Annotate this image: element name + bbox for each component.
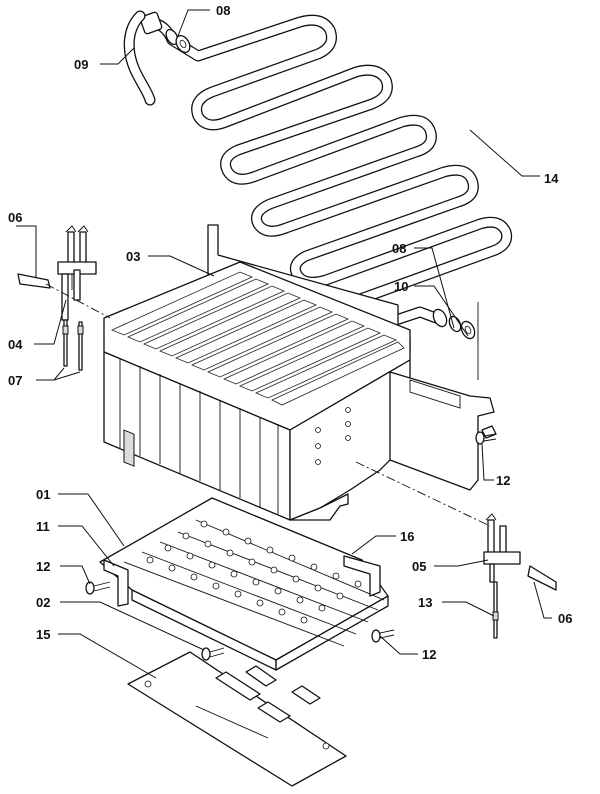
callout-16: 16: [400, 529, 414, 544]
callout-11: 11: [36, 519, 50, 534]
heat-exchanger: [103, 224, 497, 521]
callout-03: 03: [126, 249, 140, 264]
callout-12-upper: 12: [496, 473, 510, 488]
callout-08-bottom: 08: [392, 241, 406, 256]
screw-right-lower: [371, 629, 395, 643]
leader-lines: [16, 9, 552, 679]
callout-07: 07: [8, 373, 22, 388]
screw-left: [85, 581, 111, 595]
burner: [99, 497, 389, 671]
callout-12-lower: 12: [422, 647, 436, 662]
heat-exchanger-fins: [110, 271, 405, 406]
callout-02: 02: [36, 595, 50, 610]
callout-01: 01: [36, 487, 50, 502]
callout-08-top: 08: [216, 3, 230, 18]
bent-pipe: [123, 10, 156, 106]
callout-09: 09: [74, 57, 88, 72]
callout-12-left: 12: [36, 559, 50, 574]
top-fitting: [139, 11, 191, 54]
callout-04: 04: [8, 337, 23, 352]
coil-pipe: [144, 14, 513, 336]
callout-13: 13: [418, 595, 432, 610]
callout-14: 14: [544, 171, 559, 186]
callout-10: 10: [394, 279, 408, 294]
electrode-assembly-left: [17, 225, 97, 371]
screw-right-upper: [475, 431, 497, 445]
base-plate: [127, 651, 347, 787]
callout-05: 05: [412, 559, 426, 574]
callout-labels: 08 09 14 08 10 06 03 04 07 12 01 16 11 1…: [8, 3, 572, 662]
bottom-fitting: [432, 302, 479, 380]
electrode-assembly-right: [483, 513, 557, 639]
callout-15: 15: [36, 627, 50, 642]
callout-06-right: 06: [558, 611, 572, 626]
screw-burner: [201, 647, 225, 661]
callout-06-left: 06: [8, 210, 22, 225]
